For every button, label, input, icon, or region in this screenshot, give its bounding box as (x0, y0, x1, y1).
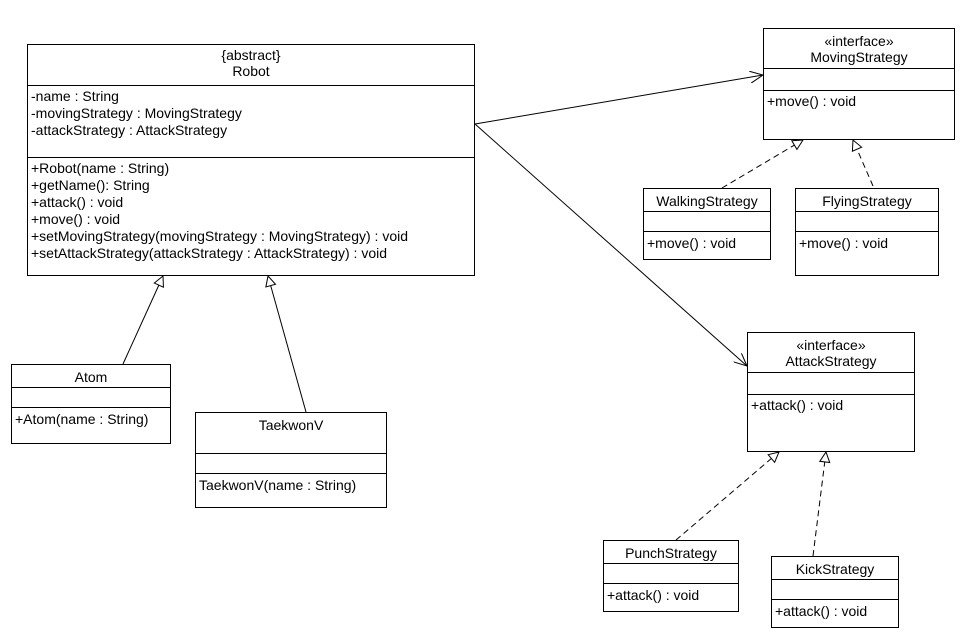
robot-attribute: -movingStrategy : MovingStrategy (31, 105, 242, 121)
atom-attributes (12, 387, 170, 388)
generalization-taekwonv-robot (268, 276, 307, 413)
punchstrategy-attributes (604, 563, 738, 564)
movingstrategy-operations: +move() : void (764, 90, 954, 110)
attackstrategy-attributes (748, 372, 914, 373)
class-flyingstrategy[interactable]: FlyingStrategy +move() : void (795, 188, 939, 276)
realization-walking-moving (721, 140, 803, 189)
class-taekwonv[interactable]: TaekwonV TaekwonV(name : String) (195, 412, 387, 508)
walkingstrategy-name: WalkingStrategy (656, 193, 758, 209)
movingstrategy-stereotype: «interface» (824, 33, 894, 49)
realization-kick-attack (812, 452, 826, 557)
punchstrategy-operations: +attack() : void (604, 583, 738, 604)
robot-operation: +move() : void (31, 211, 121, 227)
class-walkingstrategy[interactable]: WalkingStrategy +move() : void (643, 188, 771, 260)
flyingstrategy-name: FlyingStrategy (822, 193, 912, 209)
association-robot-attackstrategy (474, 123, 747, 366)
punchstrategy-name: PunchStrategy (625, 545, 717, 561)
robot-operation: +setMovingStrategy(movingStrategy : Movi… (31, 228, 409, 244)
flyingstrategy-attributes (796, 211, 938, 212)
taekwonv-attributes (196, 453, 386, 454)
robot-attribute: -attackStrategy : AttackStrategy (31, 122, 228, 138)
robot-operations: +Robot(name : String) +getName(): String… (28, 157, 474, 262)
robot-operation: +getName(): String (31, 177, 150, 193)
generalization-atom-robot (122, 276, 163, 365)
class-punchstrategy[interactable]: PunchStrategy +attack() : void (603, 540, 739, 612)
taekwonv-operations: TaekwonV(name : String) (196, 473, 386, 494)
robot-attributes: -name : String -movingStrategy : MovingS… (28, 85, 474, 139)
realization-punch-attack (675, 452, 779, 541)
taekwonv-operation: TaekwonV(name : String) (199, 477, 357, 493)
kickstrategy-attributes (772, 579, 898, 580)
robot-operation: +setAttackStrategy(attackStrategy : Atta… (31, 245, 387, 261)
movingstrategy-attributes (764, 68, 954, 69)
robot-operation: +attack() : void (31, 194, 124, 210)
walkingstrategy-operations: +move() : void (644, 231, 770, 252)
attackstrategy-stereotype: «interface» (796, 337, 866, 353)
taekwonv-name: TaekwonV (258, 417, 324, 433)
punchstrategy-operation: +attack() : void (607, 587, 700, 603)
class-atom[interactable]: Atom +Atom(name : String) (11, 364, 171, 444)
class-robot[interactable]: {abstract} Robot -name : String -movingS… (27, 44, 475, 276)
association-robot-movingstrategy (474, 75, 763, 125)
robot-operation: +Robot(name : String) (31, 160, 170, 176)
kickstrategy-name: KickStrategy (795, 561, 875, 577)
flyingstrategy-operations: +move() : void (796, 231, 938, 252)
class-attackstrategy[interactable]: «interface» AttackStrategy +attack() : v… (747, 332, 915, 452)
kickstrategy-operation: +attack() : void (775, 603, 868, 619)
robot-attribute: -name : String (31, 88, 119, 104)
walkingstrategy-attributes (644, 211, 770, 212)
realization-flying-moving (853, 140, 874, 187)
class-kickstrategy[interactable]: KickStrategy +attack() : void (771, 556, 899, 628)
attackstrategy-name: AttackStrategy (785, 353, 877, 369)
atom-operation: +Atom(name : String) (15, 411, 149, 427)
robot-stereotype: {abstract} (221, 47, 281, 63)
class-movingstrategy[interactable]: «interface» MovingStrategy +move() : voi… (763, 28, 955, 140)
attackstrategy-operations: +attack() : void (748, 394, 914, 414)
robot-name: Robot (232, 63, 270, 79)
walkingstrategy-operation: +move() : void (647, 235, 737, 251)
attackstrategy-operation: +attack() : void (751, 397, 844, 413)
flyingstrategy-operation: +move() : void (799, 235, 889, 251)
movingstrategy-name: MovingStrategy (810, 49, 908, 65)
atom-operations: +Atom(name : String) (12, 407, 170, 428)
atom-name: Atom (74, 369, 108, 385)
kickstrategy-operations: +attack() : void (772, 599, 898, 620)
movingstrategy-operation: +move() : void (767, 93, 857, 109)
